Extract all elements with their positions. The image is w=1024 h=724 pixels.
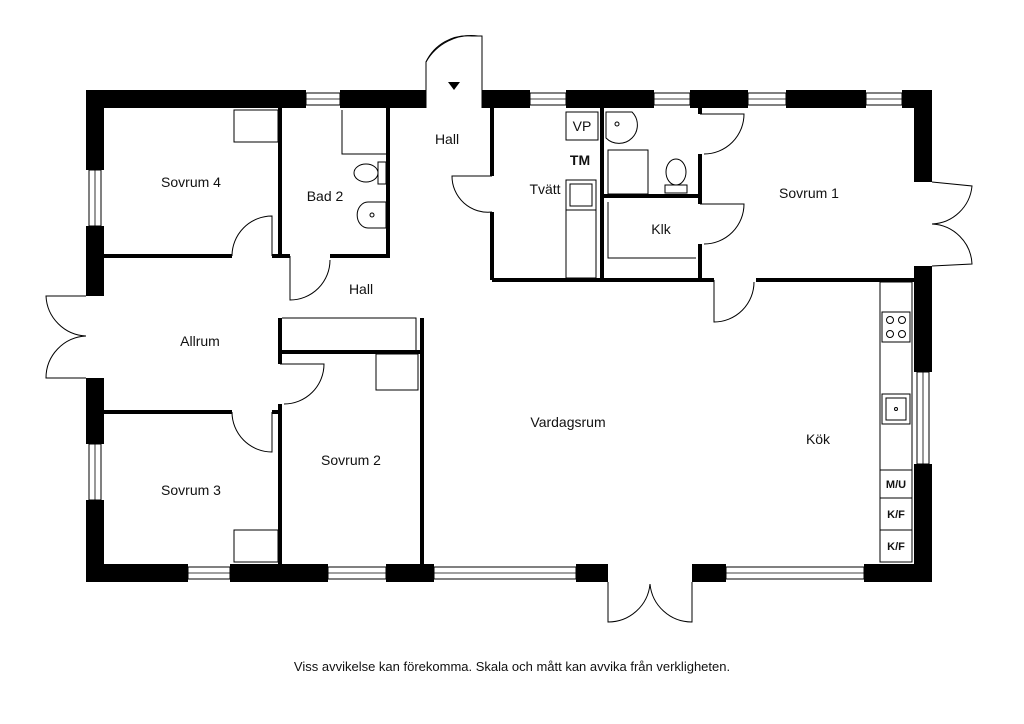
kitchen-sink-icon (881, 393, 911, 425)
label-bad2: Bad 2 (307, 188, 344, 204)
fixtures (353, 111, 913, 563)
door-allrum-outer (45, 295, 87, 379)
toilet-icon (353, 161, 387, 185)
label-kf-2: K/F (887, 541, 905, 553)
label-sovrum2: Sovrum 2 (321, 452, 381, 468)
label-klk: Klk (651, 221, 671, 237)
label-mu: M/U (886, 479, 906, 491)
closets (233, 109, 419, 563)
label-kok: Kök (806, 431, 831, 447)
door-klk (700, 203, 745, 245)
door-patio (607, 582, 693, 623)
wall-top-5 (690, 90, 748, 108)
counter-tvatt (565, 209, 597, 279)
wall-top-4 (566, 90, 654, 108)
appliance-labels: VP TM M/U K/F K/F (565, 111, 906, 553)
label-tvatt: Tvätt (529, 181, 560, 197)
wall-top-1 (86, 90, 306, 108)
klk-shelf (607, 202, 696, 259)
entry-arrow-icon (448, 82, 460, 90)
wall-left-2 (86, 226, 104, 296)
label-tm: TM (570, 152, 590, 168)
wall-right-1 (914, 90, 932, 182)
label-vardagsrum: Vardagsrum (530, 414, 605, 430)
window-glazing-lines (94, 98, 924, 574)
wall-bottom-3 (386, 564, 434, 582)
wall-top-2 (340, 90, 426, 108)
door-bad2 (289, 256, 331, 301)
door-sovrum3 (231, 411, 273, 453)
door-wc (700, 113, 745, 155)
wall-left-1 (86, 90, 104, 170)
wall-top-3 (482, 90, 530, 108)
wall-bottom-2 (230, 564, 328, 582)
label-sovrum4: Sovrum 4 (161, 174, 221, 190)
doors (45, 35, 973, 623)
label-hall-top: Hall (435, 131, 459, 147)
wall-right-3 (914, 464, 932, 582)
door-sovrum1 (713, 280, 755, 323)
wall-left-3 (86, 378, 104, 444)
wc-sink-icon (605, 111, 638, 144)
vp-box (565, 111, 599, 141)
disclaimer-text: Viss avvikelse kan förekomma. Skala och … (293, 659, 731, 674)
door-entry (425, 35, 483, 108)
sink-icon (356, 201, 387, 229)
wall-right-2 (914, 266, 932, 372)
wall-bottom-1 (86, 564, 188, 582)
label-sovrum3: Sovrum 3 (161, 482, 221, 498)
label-allrum: Allrum (180, 333, 220, 349)
door-sovrum4 (231, 215, 273, 257)
wc-toilet-icon (664, 158, 688, 194)
wall-left-4 (86, 500, 104, 582)
wall-bottom-4 (576, 564, 608, 582)
label-hall-mid: Hall (349, 281, 373, 297)
room-labels: Sovrum 4 Bad 2 Hall Tvätt Sovrum 1 Klk H… (161, 131, 839, 498)
wall-top-6 (786, 90, 866, 108)
wall-bottom-5 (692, 564, 726, 582)
label-sovrum1: Sovrum 1 (779, 185, 839, 201)
shower-area (607, 149, 649, 195)
door-sovrum1-outer (931, 181, 973, 267)
exterior-walls (86, 90, 932, 582)
door-allrum-hall (280, 363, 325, 405)
stove-icon (881, 311, 911, 343)
label-vp: VP (573, 118, 592, 134)
label-kf-1: K/F (887, 509, 905, 521)
door-tvatt (451, 175, 493, 213)
interior-walls (104, 108, 914, 564)
